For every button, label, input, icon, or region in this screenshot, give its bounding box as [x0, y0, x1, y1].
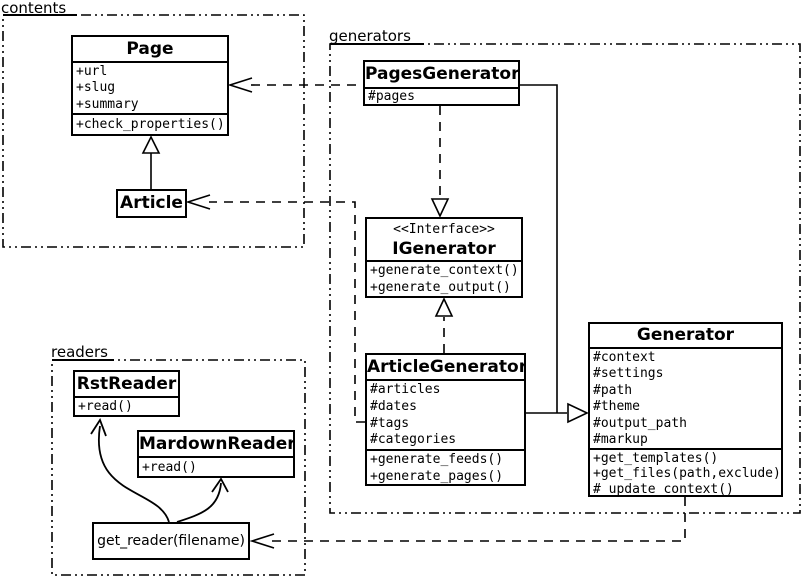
contents-package-label: contents — [1, 0, 67, 17]
class-methods-page: +check_properties() — [73, 113, 227, 134]
class-box-article: Article — [116, 189, 187, 218]
arrow-pagesgenerator-implements-igenerator — [430, 106, 450, 218]
attribute: +url — [76, 64, 108, 79]
method: +check_properties() — [76, 117, 225, 132]
method: +generate_feeds() — [370, 452, 504, 467]
arrow-generator-uses-getreader — [249, 497, 686, 549]
class-methods-mardownreader: +read() — [139, 456, 293, 476]
generators-package-label: generators — [329, 27, 411, 45]
class-title-mardownreader: MardownReader — [139, 434, 293, 454]
class-box-igenerator: <<Interface>> IGenerator +generate_conte… — [365, 217, 523, 298]
class-title-rstreader: RstReader — [76, 374, 177, 394]
class-attributes-pagesgenerator: #pages — [365, 87, 518, 104]
class-box-generator: Generator #context #settings #path #them… — [588, 322, 783, 497]
attribute: +slug — [76, 80, 116, 96]
class-methods-rstreader: +read() — [75, 396, 178, 415]
class-title-articlegenerator: ArticleGenerator — [367, 357, 524, 377]
arrow-pagesgenerator-uses-page — [227, 77, 363, 93]
class-title-generator: Generator — [636, 325, 735, 345]
attribute: #markup — [593, 432, 648, 448]
attribute: #articles — [370, 382, 441, 397]
class-box-mardownreader: MardownReader +read() — [137, 430, 295, 478]
method: +generate_pages() — [370, 468, 504, 484]
attribute: #categories — [370, 432, 457, 448]
method: #_update_context() — [593, 481, 734, 495]
class-methods-igenerator: +generate_context() +generate_output() — [367, 260, 521, 296]
class-box-articlegenerator: ArticleGenerator #articles #dates #tags … — [365, 353, 526, 486]
function-label-getreader: get_reader(filename) — [97, 533, 245, 549]
method: +generate_context() — [370, 263, 519, 278]
class-attributes-page: +url +slug +summary — [73, 61, 227, 113]
attribute: +summary — [76, 96, 139, 112]
method: +get_files(path,exclude) — [593, 466, 781, 482]
attribute: #tags — [370, 415, 410, 431]
generators-package-border — [329, 43, 801, 514]
class-title-article: Article — [120, 193, 183, 213]
readers-package-label: readers — [51, 343, 108, 361]
class-box-page: Page +url +slug +summary +check_properti… — [71, 35, 229, 136]
method: +get_templates() — [593, 451, 719, 466]
class-box-pagesgenerator: PagesGenerator #pages — [363, 60, 520, 106]
class-methods-generator: +get_templates() +get_files(path,exclude… — [590, 448, 781, 495]
class-title-igenerator: IGenerator — [392, 239, 496, 259]
arrow-article-extends-page — [141, 135, 161, 189]
class-box-rstreader: RstReader +read() — [73, 370, 180, 417]
attribute: #dates — [370, 398, 417, 414]
attribute: #settings — [593, 366, 664, 382]
arrow-generators-extend-generator — [520, 84, 589, 424]
attribute: #context — [593, 350, 656, 365]
attribute: #path — [593, 382, 633, 398]
function-box-getreader: get_reader(filename) — [92, 522, 250, 560]
class-title-page: Page — [126, 39, 174, 59]
arrow-articlegenerator-uses-article — [185, 194, 365, 423]
class-attributes-articlegenerator: #articles #dates #tags #categories — [367, 379, 524, 449]
method: +read() — [142, 460, 197, 475]
class-title-pagesgenerator: PagesGenerator — [365, 64, 518, 84]
class-stereotype-igenerator: <<Interface>> — [393, 222, 495, 237]
class-methods-articlegenerator: +generate_feeds() +generate_pages() — [367, 449, 524, 484]
class-attributes-generator: #context #settings #path #theme #output_… — [590, 347, 781, 448]
method: +read() — [78, 399, 133, 414]
arrow-articlegenerator-implements-igenerator — [434, 297, 454, 353]
contents-package-border — [2, 14, 305, 248]
attribute: #output_path — [593, 415, 687, 431]
attribute: #theme — [593, 399, 640, 415]
arrow-getreader-to-rstreader — [90, 418, 170, 523]
arrow-getreader-to-mardownreader — [176, 477, 229, 523]
attribute: #pages — [368, 89, 415, 104]
method: +generate_output() — [370, 279, 511, 295]
